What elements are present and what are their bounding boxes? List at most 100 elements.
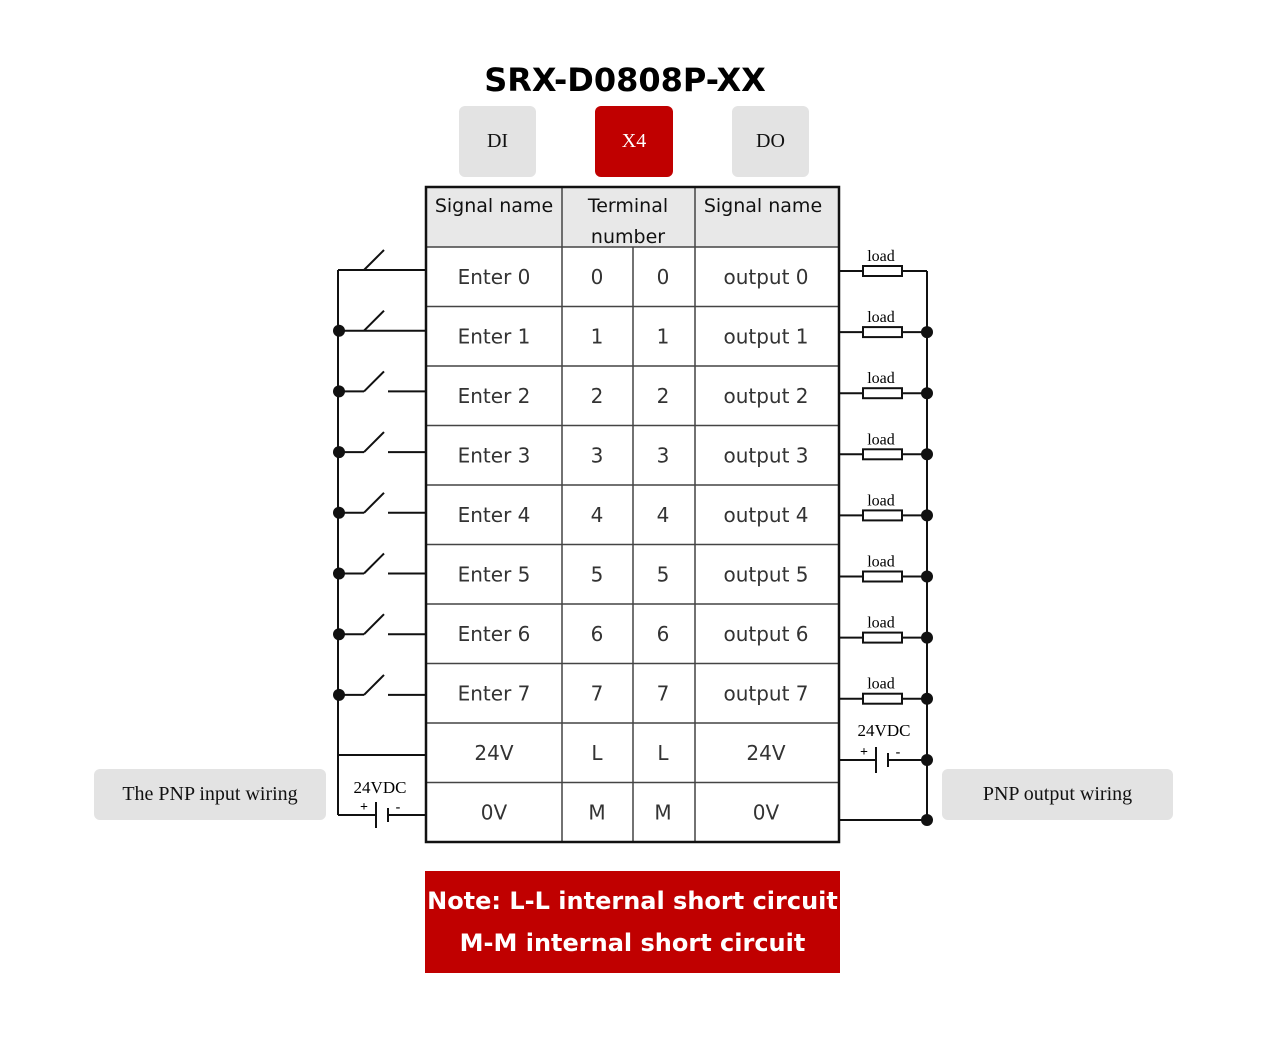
load-label: load bbox=[867, 431, 895, 448]
table-cell: 24V bbox=[474, 741, 513, 765]
junction-dot bbox=[333, 628, 345, 641]
load-resistor-icon bbox=[862, 570, 903, 583]
junction-dot bbox=[333, 446, 345, 459]
table-cell: 24V bbox=[746, 741, 785, 765]
table-cell: Enter 5 bbox=[458, 562, 531, 586]
junction-dot bbox=[333, 324, 345, 337]
switch-icon bbox=[363, 309, 385, 332]
table-cell: output 2 bbox=[723, 384, 808, 408]
table-cell: Enter 1 bbox=[458, 324, 531, 348]
output-battery-icon-plus: + bbox=[860, 745, 868, 760]
junction-dot bbox=[921, 387, 933, 400]
note-box: Note: L-L internal short circuit M-M int… bbox=[425, 871, 840, 973]
table-cell: 4 bbox=[591, 503, 604, 527]
pnp-input-wiring-button[interactable]: The PNP input wiring bbox=[94, 769, 326, 820]
table-cell: output 5 bbox=[723, 562, 808, 586]
table-cell: 2 bbox=[591, 384, 604, 408]
input-battery-icon-plus: + bbox=[360, 800, 368, 815]
input-battery-icon-minus: - bbox=[396, 800, 401, 815]
input-supply-label: 24VDC bbox=[354, 778, 407, 797]
load-resistor-icon bbox=[862, 509, 903, 522]
table-cell: 1 bbox=[591, 324, 604, 348]
table-cell: 0V bbox=[753, 800, 780, 824]
table-cell: Enter 3 bbox=[458, 443, 531, 467]
load-resistor-icon bbox=[862, 265, 903, 277]
table-cell: output 0 bbox=[723, 265, 808, 289]
header-signal-name-right: Signal name bbox=[704, 195, 822, 217]
load-label: load bbox=[867, 248, 895, 265]
table-header-bg bbox=[426, 187, 839, 247]
table-cell: output 6 bbox=[723, 622, 808, 646]
table-cell: 0 bbox=[591, 265, 604, 289]
switch-icon bbox=[363, 674, 385, 696]
tab-di[interactable]: DI bbox=[459, 106, 536, 177]
switch-icon bbox=[363, 249, 385, 271]
table-cell: L bbox=[657, 741, 669, 765]
table-cell: 5 bbox=[657, 562, 670, 586]
switch-icon bbox=[363, 552, 385, 575]
load-resistor-icon bbox=[862, 692, 903, 705]
table-cell: M bbox=[588, 800, 605, 824]
load-label: load bbox=[867, 492, 895, 509]
page-title: SRX-D0808P-XX bbox=[484, 61, 766, 99]
table-cell: 7 bbox=[591, 681, 604, 705]
switch-icon bbox=[363, 370, 385, 393]
terminal-table: Signal name Terminal number Signal nameEnte… bbox=[424, 185, 841, 844]
tab-x4[interactable]: X4 bbox=[595, 106, 673, 177]
wires: + - 24VDC load load load load load load load load +… bbox=[333, 248, 933, 828]
note-line-2: M-M internal short circuit bbox=[459, 929, 806, 957]
junction-dot bbox=[333, 385, 345, 398]
header-terminal-line2: number bbox=[591, 226, 665, 248]
junction-dot bbox=[333, 688, 345, 701]
table-cell: Enter 4 bbox=[458, 503, 531, 527]
load-label: load bbox=[867, 309, 895, 326]
header-terminal-line1: Terminal bbox=[587, 195, 668, 217]
switch-icon bbox=[363, 431, 385, 453]
table-cell: 3 bbox=[657, 443, 670, 467]
table-cell: M bbox=[654, 800, 671, 824]
table-cell: Enter 2 bbox=[458, 384, 531, 408]
table-cell: 4 bbox=[657, 503, 670, 527]
load-resistor-icon bbox=[862, 326, 903, 339]
load-resistor-icon bbox=[862, 387, 903, 400]
junction-dot bbox=[921, 754, 933, 766]
pnp-output-wiring-button[interactable]: PNP output wiring bbox=[942, 769, 1173, 820]
table-cell: Enter 7 bbox=[458, 681, 531, 705]
table-cell: Enter 0 bbox=[458, 265, 531, 289]
load-resistor-icon bbox=[862, 631, 903, 644]
table-cell: output 1 bbox=[723, 324, 808, 348]
junction-dot bbox=[333, 567, 345, 580]
junction-dot bbox=[921, 448, 933, 461]
load-label: load bbox=[867, 676, 895, 693]
load-label: load bbox=[867, 370, 895, 387]
switch-icon bbox=[363, 613, 385, 635]
table-cell: output 7 bbox=[723, 681, 808, 705]
tab-do[interactable]: DO bbox=[732, 106, 809, 177]
table-cell: 0 bbox=[657, 265, 670, 289]
load-resistor-icon bbox=[862, 448, 903, 461]
switch-icon bbox=[363, 492, 385, 514]
note-line-1: Note: L-L internal short circuit bbox=[427, 887, 838, 915]
table-cell: L bbox=[591, 741, 603, 765]
output-supply-label: 24VDC bbox=[858, 721, 911, 740]
junction-dot bbox=[333, 506, 345, 519]
table-cell: 7 bbox=[657, 681, 670, 705]
junction-dot bbox=[921, 570, 933, 583]
table-cell: 5 bbox=[591, 562, 604, 586]
table-cell: Enter 6 bbox=[458, 622, 531, 646]
table-cell: 0V bbox=[481, 800, 508, 824]
header-signal-name-left: Signal name bbox=[435, 195, 553, 217]
junction-dot bbox=[921, 326, 933, 339]
table-cell: 1 bbox=[657, 324, 670, 348]
table-cell: 6 bbox=[657, 622, 670, 646]
table-cell: output 4 bbox=[723, 503, 808, 527]
output-battery-icon-minus: - bbox=[896, 745, 901, 760]
junction-dot bbox=[921, 631, 933, 644]
junction-dot bbox=[921, 509, 933, 522]
junction-dot bbox=[921, 814, 933, 826]
table-cell: output 3 bbox=[723, 443, 808, 467]
load-label: load bbox=[867, 554, 895, 571]
load-label: load bbox=[867, 615, 895, 632]
